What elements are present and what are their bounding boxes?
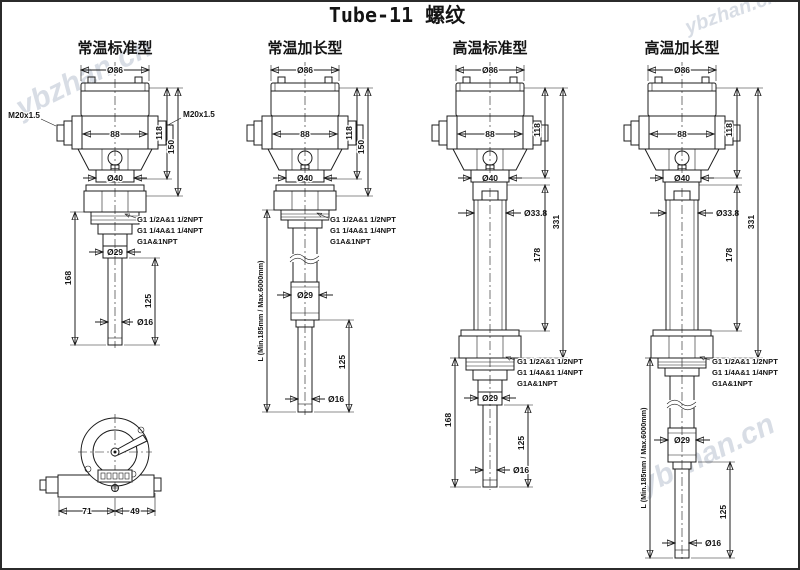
- dim-top-diameter: Ø86: [674, 65, 690, 75]
- dim-neck-diameter: Ø40: [482, 173, 498, 183]
- dim-head-height: 118: [532, 123, 542, 137]
- dim-head-total: 150: [356, 140, 366, 154]
- dim-head-height: 118: [724, 123, 734, 137]
- dim-probe-length: 125: [143, 294, 153, 308]
- housing-side-view: 71 49: [39, 414, 162, 517]
- dim-probe-diameter: Ø16: [705, 538, 721, 548]
- dim-gland-left: M20x1.5: [8, 111, 40, 120]
- column-4-header: 高温加长型: [644, 39, 719, 57]
- page-title: Tube-11 螺纹: [329, 3, 466, 27]
- thread-option-2: G1 1/4A&1 1/4NPT: [712, 368, 778, 377]
- dim-body-width: 88: [677, 129, 687, 139]
- column-3-header: 高温标准型: [452, 39, 527, 57]
- dim-probe-diameter: Ø16: [328, 394, 344, 404]
- device-1-drawing: Ø86 88 Ø40 M20x1.5 M20x1.5 118 150 Ø29: [7, 62, 217, 348]
- device-2-drawing: Ø86 88 Ø40 118 150 Ø29 L (Min.185mm / Ma…: [247, 62, 397, 415]
- column-2-header: 常温加长型: [267, 39, 342, 57]
- device-4-drawing: Ø86 88 Ø40 Ø33.8 118 178 331 Ø29: [624, 62, 779, 561]
- thread-option-1: G1 1/2A&1 1/2NPT: [517, 357, 583, 366]
- thread-option-1: G1 1/2A&1 1/2NPT: [330, 215, 396, 224]
- dim-top-diameter: Ø86: [107, 65, 123, 75]
- device-3-drawing: Ø86 88 Ø40 Ø33.8 118 178 331 Ø29: [432, 62, 584, 490]
- dim-gland-right: M20x1.5: [183, 110, 215, 119]
- dim-insert-length: 168: [63, 271, 73, 285]
- dim-tube-length: 178: [532, 248, 542, 262]
- dim-neck-diameter: Ø40: [674, 173, 690, 183]
- dim-neck-diameter: Ø40: [107, 173, 123, 183]
- thread-option-3: G1A&1NPT: [330, 237, 371, 246]
- dim-housing-width-left: 71: [82, 506, 92, 516]
- dim-probe-length: 125: [516, 436, 526, 450]
- dim-probe-diameter: Ø16: [137, 317, 153, 327]
- dim-extension-length: L (Min.185mm / Max.6000mm): [639, 407, 648, 509]
- thread-option-3: G1A&1NPT: [517, 379, 558, 388]
- watermark: ybzhan.cn: [681, 0, 781, 39]
- thread-option-2: G1 1/4A&1 1/4NPT: [517, 368, 583, 377]
- thread-option-2: G1 1/4A&1 1/4NPT: [137, 226, 203, 235]
- dim-body-width: 88: [485, 129, 495, 139]
- dim-total-length: 331: [551, 215, 561, 229]
- dim-total-length: 331: [746, 215, 756, 229]
- dim-housing-width-right: 49: [130, 506, 140, 516]
- dim-probe-length: 125: [718, 505, 728, 519]
- dim-extension-length: L (Min.185mm / Max.6000mm): [256, 260, 265, 362]
- dim-head-total: 150: [166, 140, 176, 154]
- dim-top-diameter: Ø86: [482, 65, 498, 75]
- thread-option-2: G1 1/4A&1 1/4NPT: [330, 226, 396, 235]
- thread-option-1: G1 1/2A&1 1/2NPT: [137, 215, 203, 224]
- thread-option-3: G1A&1NPT: [137, 237, 178, 246]
- dim-tube-diameter: Ø33.8: [524, 208, 547, 218]
- dim-body-width: 88: [300, 129, 310, 139]
- dim-tube-diameter: Ø33.8: [716, 208, 739, 218]
- thread-option-1: G1 1/2A&1 1/2NPT: [712, 357, 778, 366]
- dim-neck-diameter: Ø40: [297, 173, 313, 183]
- dim-probe-length: 125: [337, 355, 347, 369]
- dim-top-diameter: Ø86: [297, 65, 313, 75]
- thread-option-3: G1A&1NPT: [712, 379, 753, 388]
- dim-head-height: 118: [154, 126, 164, 140]
- watermark: ybzhan.cn: [632, 407, 780, 502]
- dim-insert-length: 168: [443, 413, 453, 427]
- dim-tube-length: 178: [724, 248, 734, 262]
- dim-body-width: 88: [110, 129, 120, 139]
- dim-probe-diameter: Ø16: [513, 465, 529, 475]
- dim-head-height: 118: [344, 126, 354, 140]
- column-1-header: 常温标准型: [77, 39, 152, 57]
